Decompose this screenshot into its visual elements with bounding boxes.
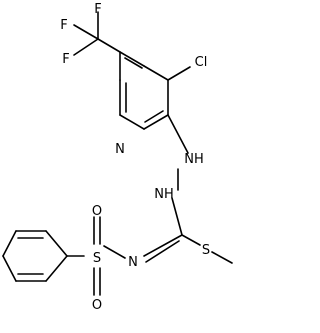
atom-s-sulfonyl: S: [93, 251, 101, 266]
sulfonyl-bonds: [66, 216, 101, 296]
atom-nh-2: NH: [154, 187, 174, 202]
atom-s-thio: S: [202, 243, 210, 258]
phenyl-ring: [2, 230, 68, 282]
cf3-group: [73, 11, 121, 56]
atom-o-top: O: [92, 204, 102, 219]
atom-n-imine: N: [128, 255, 138, 270]
structure-diagram: F F F Cl N NH NH S N S O O: [2, 2, 233, 313]
atom-labels: F F F Cl N NH NH S N S O O: [60, 2, 210, 313]
atom-cl: Cl: [195, 55, 208, 70]
atom-f-left-top: F: [60, 18, 67, 33]
substituent-bonds: [103, 66, 233, 264]
atom-f-left-bottom: F: [62, 52, 69, 67]
atom-nh-1: NH: [184, 152, 204, 167]
atom-n-pyridine: N: [115, 142, 125, 157]
atom-f-top: F: [94, 2, 101, 17]
atom-o-bottom: O: [92, 298, 102, 313]
pyridine-ring: [119, 51, 169, 130]
